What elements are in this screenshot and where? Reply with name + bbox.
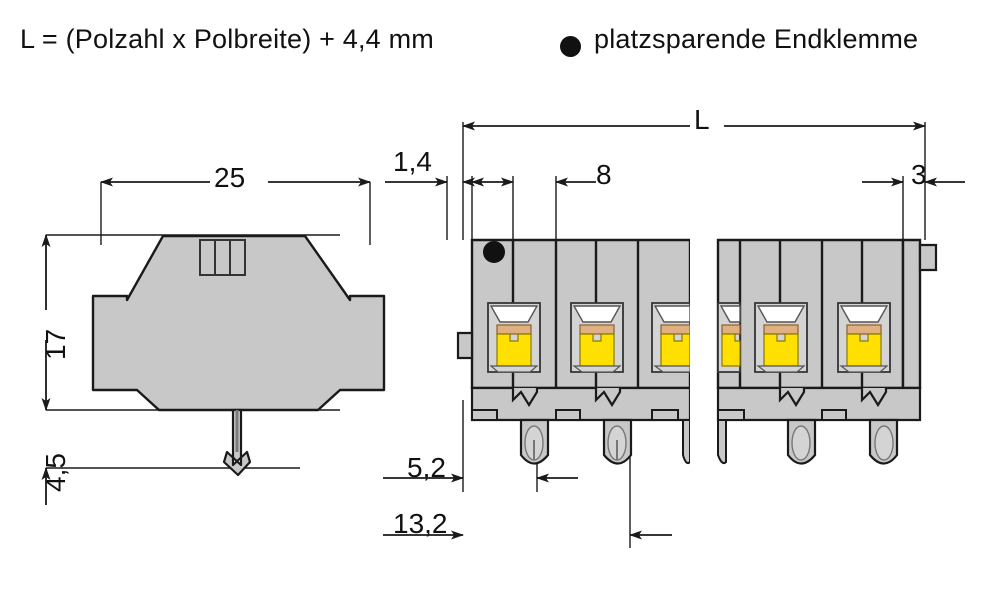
terminal-group-right	[716, 238, 938, 465]
filled-circle-icon	[560, 36, 581, 57]
legend-label-text: platzsparende Endklemme	[594, 24, 919, 54]
contact-4	[717, 302, 741, 373]
contact-1	[487, 302, 541, 373]
label-slot-icon	[199, 239, 246, 276]
terminal-group-left	[456, 238, 692, 465]
dim-label-25: 25	[214, 162, 246, 193]
dim-label-13-2: 13,2	[393, 508, 448, 539]
left-end-tab	[456, 331, 474, 360]
contact-5	[754, 302, 808, 373]
front-view-group	[383, 121, 965, 548]
side-view-group	[41, 177, 386, 505]
contact-6	[837, 302, 891, 373]
side-view-body	[91, 234, 386, 412]
dim-label-3: 3	[911, 159, 927, 190]
length-formula-text: L = (Polzahl x Polbreite) + 4,4 mm	[20, 24, 434, 54]
dim-label-1-4: 1,4	[393, 146, 432, 177]
dim-label-8: 8	[596, 159, 612, 190]
space-saving-marker-dot	[483, 241, 505, 263]
dim-label-L: L	[694, 104, 710, 135]
contact-3	[651, 302, 691, 373]
right-end-tab	[918, 243, 938, 272]
contact-2	[570, 302, 624, 373]
